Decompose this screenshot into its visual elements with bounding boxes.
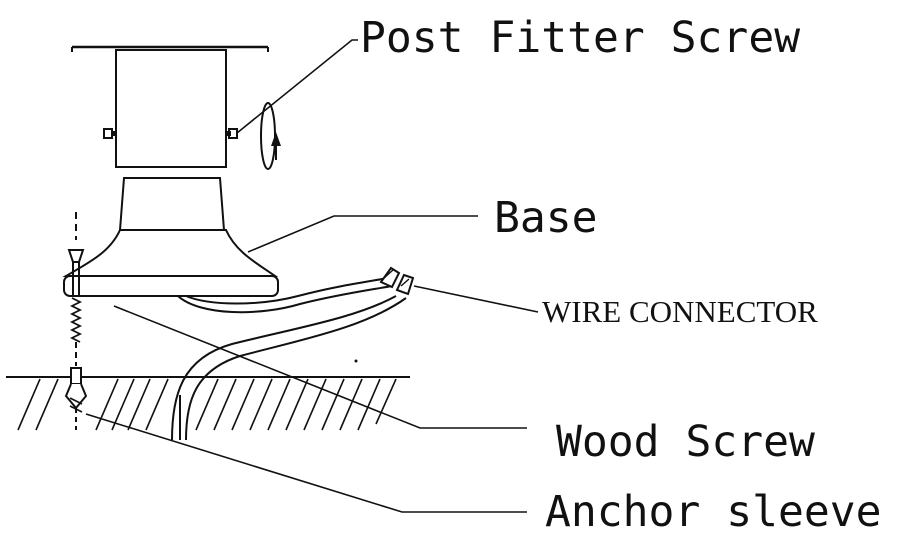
rotation-arrow-icon [260, 102, 281, 170]
label-base: Base [494, 193, 598, 243]
wood-screw [67, 212, 85, 366]
label-anchor-sleeve: Anchor sleeve [545, 487, 882, 537]
leader-lines [85, 39, 539, 513]
label-post-fitter-screw: Post Fitter Screw [360, 13, 800, 63]
label-wood-screw: Wood Screw [556, 417, 815, 467]
post-fitter-screw-left [103, 128, 117, 139]
ground [6, 376, 410, 431]
post-fitter [71, 45, 269, 168]
base [62, 177, 279, 297]
dot-mark [354, 359, 358, 363]
post-fitter-screw-right [225, 128, 238, 139]
anchor-sleeve [64, 367, 88, 430]
wire-connector-icon [379, 266, 415, 296]
label-wire-connector: WIRE CONNECTOR [542, 294, 818, 329]
wires [171, 277, 407, 441]
